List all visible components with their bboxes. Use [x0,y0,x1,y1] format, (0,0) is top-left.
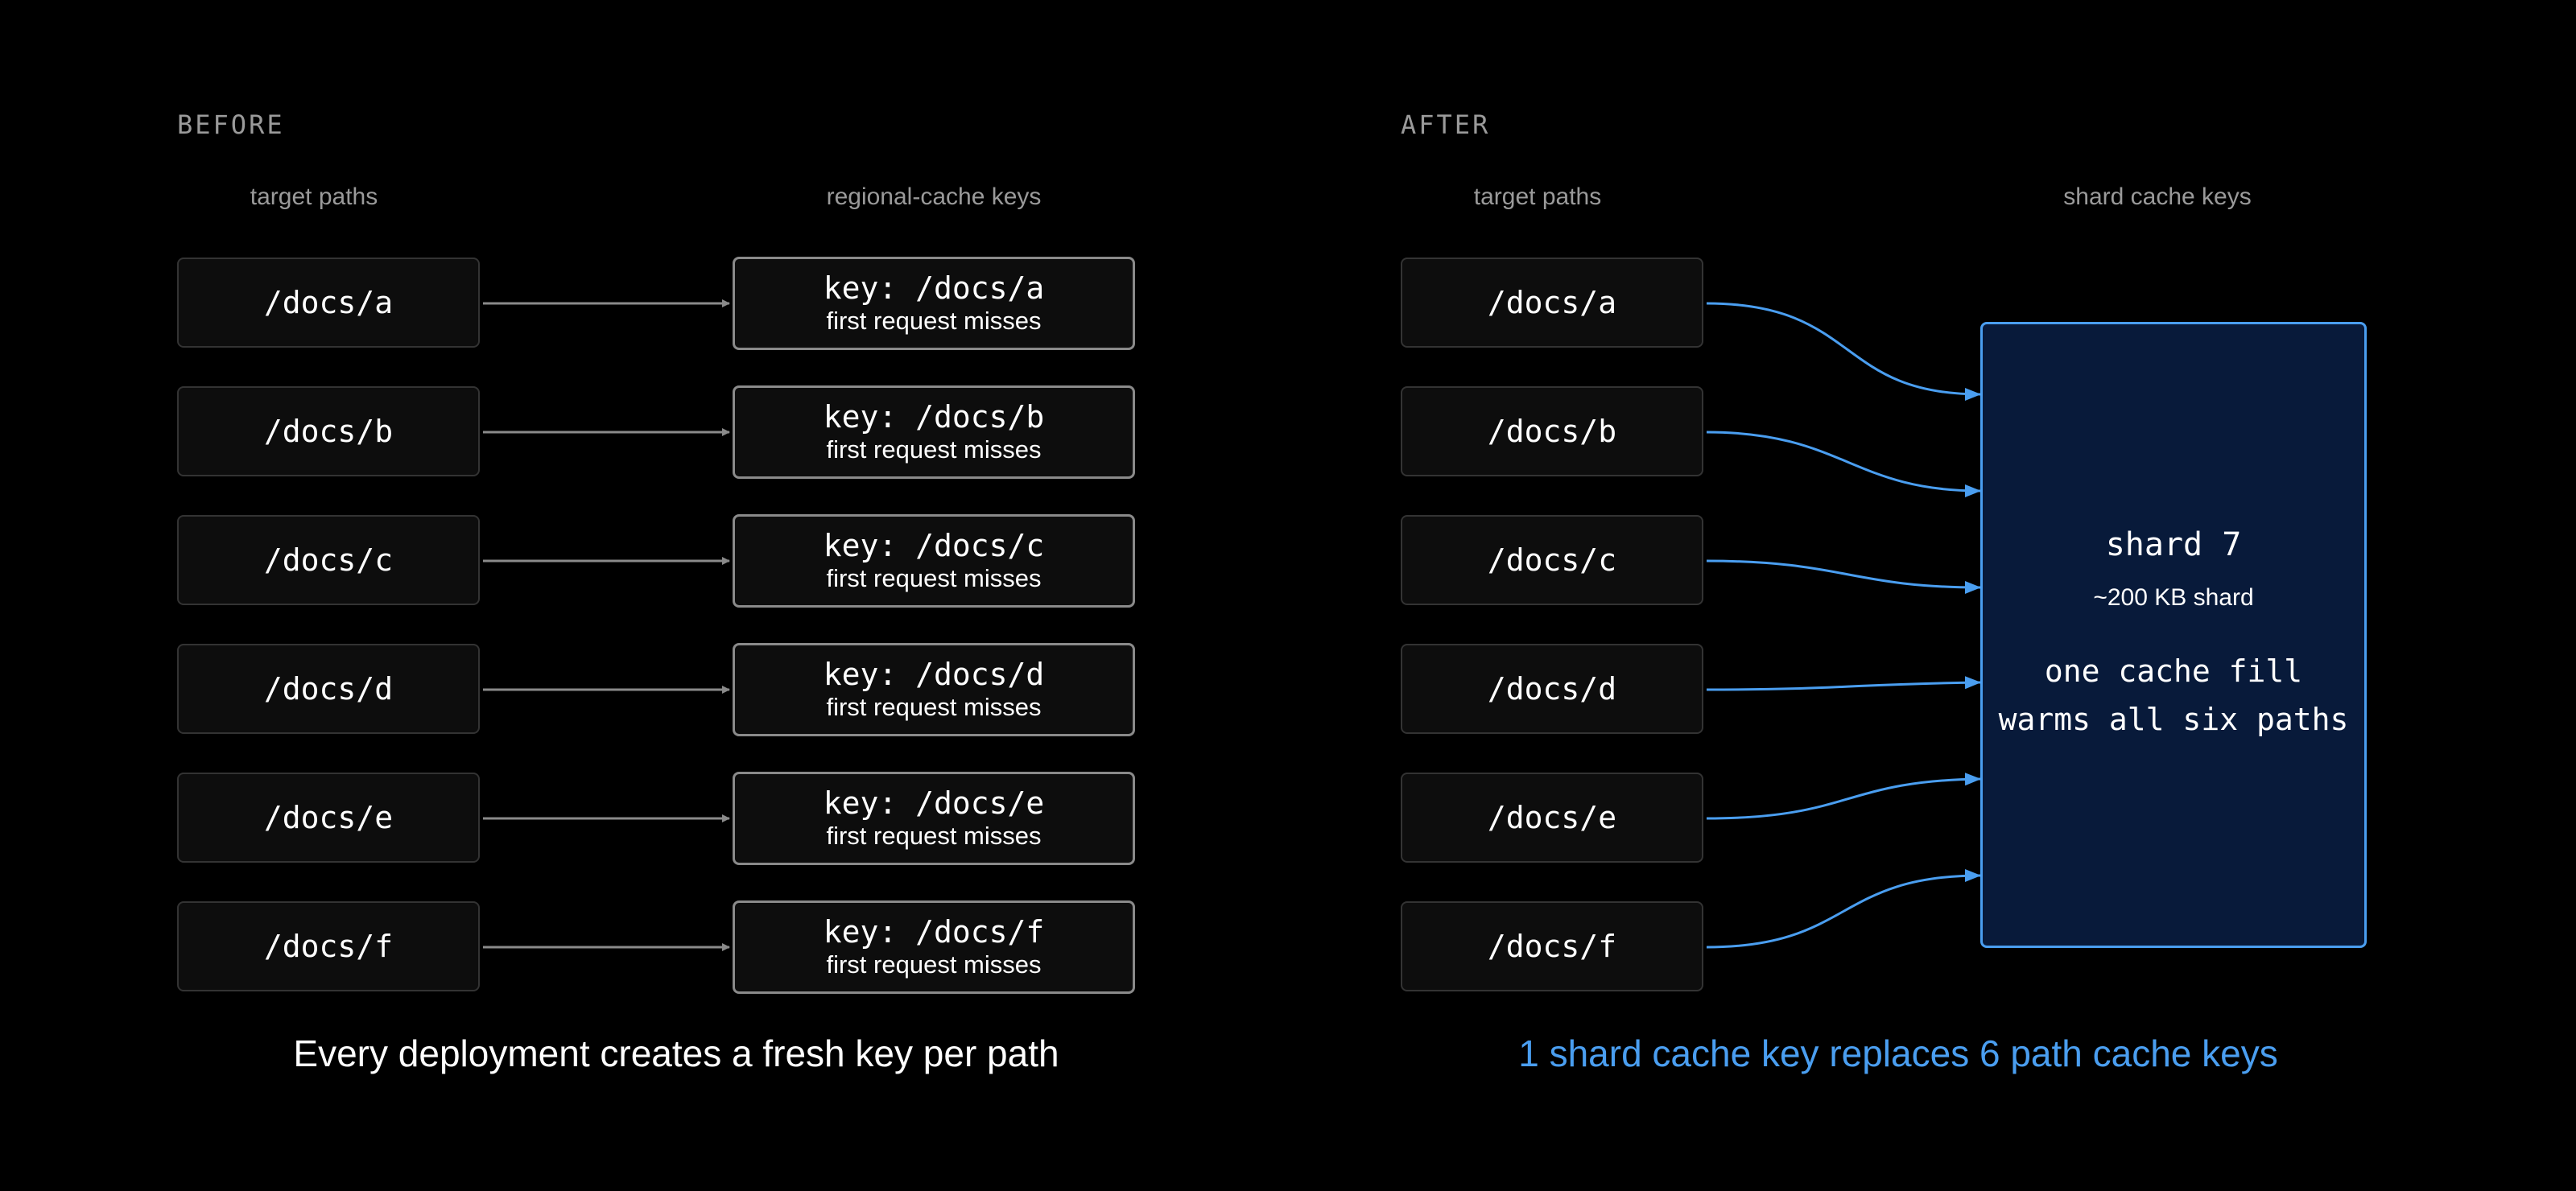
after-arrow-d [1706,676,1981,691]
key-label: key: /docs/f [823,914,1045,950]
key-status: first request misses [826,950,1042,979]
key-status: first request misses [826,564,1042,592]
before-key-box: key: /docs/b first request misses [733,385,1135,479]
after-path-box: /docs/a [1401,258,1703,348]
after-arrow-e [1706,773,1981,820]
before-path-box: /docs/d [177,644,480,734]
after-path-box: /docs/d [1401,644,1703,734]
before-path-box: /docs/c [177,515,480,605]
before-section-label: BEFORE [177,109,285,140]
after-target-paths-header: target paths [1473,183,1602,210]
shard-note: one cache fill warms all six paths [1999,647,2349,744]
before-path-box: /docs/f [177,901,480,991]
shard-cache-box: shard 7 ~200 KB shard one cache fill war… [1980,322,2367,948]
key-label: key: /docs/e [823,785,1045,821]
before-key-box: key: /docs/f first request misses [733,900,1135,994]
after-path-box: /docs/f [1401,901,1703,991]
key-label: key: /docs/c [823,528,1045,563]
before-key-box: key: /docs/d first request misses [733,643,1135,736]
before-key-box: key: /docs/e first request misses [733,772,1135,865]
after-caption: 1 shard cache key replaces 6 path cache … [1518,1032,2278,1074]
before-caption: Every deployment creates a fresh key per… [293,1032,1059,1074]
after-shard-keys-header: shard cache keys [2063,183,2252,210]
shard-note-line: warms all six paths [1998,702,2349,737]
key-status: first request misses [826,822,1042,850]
shard-title: shard 7 [2105,526,2242,563]
key-status: first request misses [826,435,1042,464]
after-path-box: /docs/c [1401,515,1703,605]
after-arrow-a [1706,302,1981,401]
before-key-box: key: /docs/c first request misses [733,514,1135,608]
before-path-box: /docs/e [177,773,480,863]
before-path-box: /docs/a [177,258,480,348]
after-path-box: /docs/e [1401,773,1703,863]
shard-size: ~200 KB shard [2093,584,2254,611]
after-section-label: AFTER [1401,109,1491,140]
before-path-box: /docs/b [177,386,480,476]
key-label: key: /docs/a [823,270,1045,306]
shard-note-line: one cache fill [2044,653,2303,689]
key-label: key: /docs/d [823,657,1045,692]
before-key-box: key: /docs/a first request misses [733,257,1135,350]
key-status: first request misses [826,693,1042,721]
before-regional-keys-header: regional-cache keys [826,183,1042,210]
after-arrow-f [1706,869,1981,949]
key-status: first request misses [826,307,1042,335]
after-path-box: /docs/b [1401,386,1703,476]
after-arrow-b [1706,431,1981,497]
before-target-paths-header: target paths [250,183,378,210]
after-arrow-c [1706,559,1981,594]
key-label: key: /docs/b [823,399,1045,435]
